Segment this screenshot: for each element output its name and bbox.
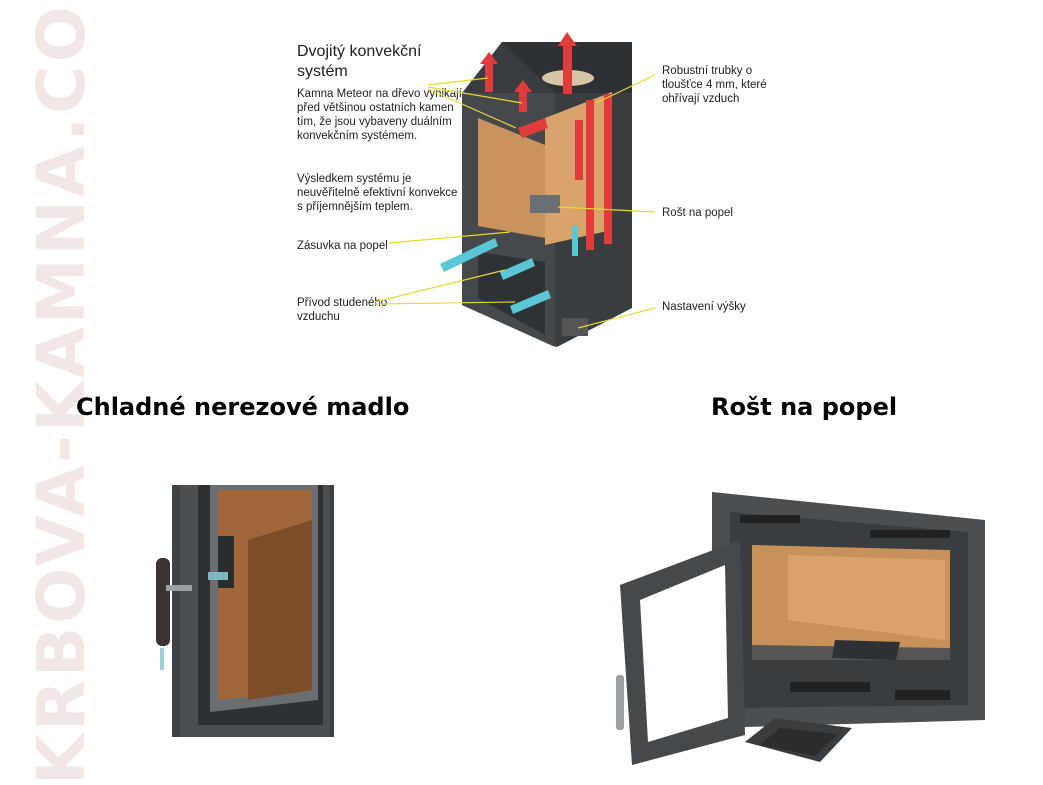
stainless-handle [156, 558, 170, 646]
label-cold-air-intake: Přívod studeného vzduchu [297, 297, 388, 323]
hot-air-arrows [480, 32, 612, 250]
label-height-adjustment: Nastavení výšky [662, 301, 746, 313]
door-handle [616, 675, 624, 730]
grate-plate [832, 640, 900, 660]
diagram-title: Dvojitý konvekční systém [297, 43, 422, 80]
diagram-description-1: Kamna Meteor na dřevo vynikají před větš… [297, 88, 462, 142]
grate-plate [530, 195, 560, 213]
leader-lines [374, 74, 656, 329]
handle-heading: Chladné nerezové madlo [76, 393, 410, 421]
height-adjustment-foot [562, 318, 588, 336]
label-robust-tubes: Robustní trubky o tloušťce 4 mm, které o… [662, 65, 767, 105]
diagram-description-2: Výsledkem systému je neuvěřitelně efekti… [297, 173, 458, 213]
label-ash-grate: Rošt na popel [662, 207, 733, 219]
grate-heading: Rošt na popel [711, 393, 898, 421]
label-ash-drawer: Zásuvka na popel [297, 240, 388, 252]
firebox-side [478, 118, 545, 238]
cold-air-arrows [440, 226, 578, 314]
